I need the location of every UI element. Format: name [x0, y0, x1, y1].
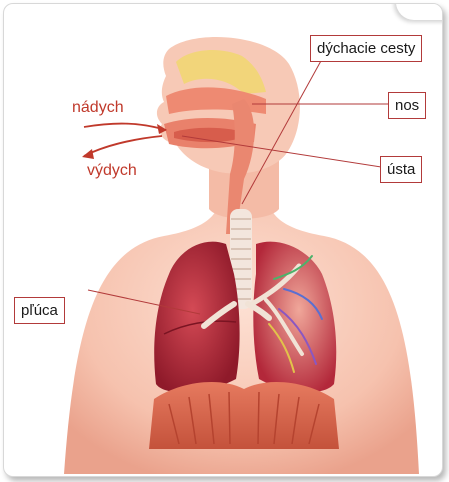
exhale-text: výdych	[87, 162, 137, 180]
lungs-label: pľúca	[14, 297, 65, 324]
airways-label: dýchacie cesty	[310, 35, 422, 62]
exhale-arrow	[84, 136, 162, 156]
nose-label: nos	[388, 92, 426, 119]
diagram-frame: nádych výdych dýchacie cesty nos ústa pľ…	[3, 3, 443, 477]
mouth-label: ústa	[380, 156, 422, 183]
respiratory-system-illustration	[4, 4, 443, 477]
exhale-arrowhead	[82, 149, 94, 159]
inhale-arrow	[84, 124, 166, 130]
inhale-text: nádych	[72, 99, 124, 117]
